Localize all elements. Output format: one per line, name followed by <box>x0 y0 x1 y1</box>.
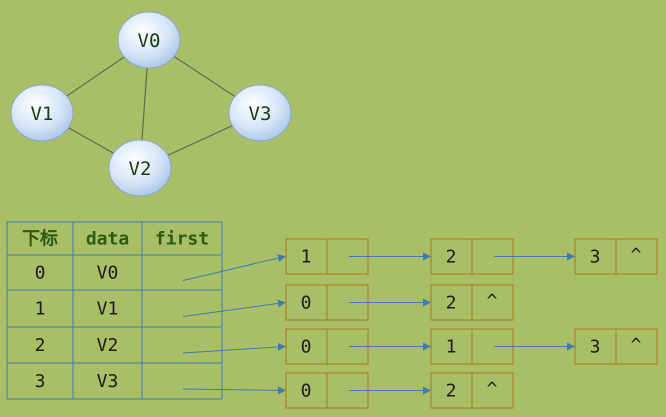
table-header: first <box>155 229 209 250</box>
vertex-node-v0 <box>117 11 181 69</box>
vertex-label: V1 <box>31 103 54 125</box>
edge-node-adjvex: 3 <box>590 337 601 358</box>
null-pointer-symbol: ^ <box>487 379 498 400</box>
null-pointer-symbol: ^ <box>631 335 642 356</box>
edge-node-adjvex: 2 <box>446 247 457 268</box>
table-cell-index: 3 <box>35 371 46 392</box>
vertex-label: V3 <box>249 103 272 125</box>
table-cell-index: 2 <box>35 335 46 356</box>
vertex-node-v3 <box>228 84 292 142</box>
edge-node-adjvex: 2 <box>446 381 457 402</box>
vertex-node-v2 <box>108 139 172 197</box>
edge-node-adjvex: 2 <box>446 293 457 314</box>
table-header: data <box>86 229 129 250</box>
vertex-label: V0 <box>138 30 161 52</box>
vertex-table: 下标 data first 0 V0 1 V1 2 V2 3 V3 <box>6 221 223 400</box>
first-pointer-arrow <box>182 299 286 317</box>
table-cell-index: 1 <box>35 299 46 320</box>
edge-node-adjvex: 0 <box>301 337 312 358</box>
edge-node-adjvex: 1 <box>446 337 457 358</box>
vertex-label: V2 <box>129 158 152 180</box>
table-cell-data: V2 <box>97 335 119 356</box>
pointer-arrows <box>182 252 575 395</box>
edge-node-adjvex: 3 <box>590 247 601 268</box>
vertex-node-v1 <box>10 84 74 142</box>
table-cell-data: V0 <box>97 263 119 284</box>
table-header: 下标 <box>22 228 58 250</box>
null-pointer-symbol: ^ <box>487 291 498 312</box>
table-cell-index: 0 <box>35 263 46 284</box>
adjacency-lists: 1 2 3 ^ 0 2 ^ 0 1 3 ^ 0 2 ^ <box>285 238 658 409</box>
first-pointer-arrow <box>182 386 286 395</box>
table-cell-data: V1 <box>97 299 119 320</box>
first-pointer-arrow <box>182 342 286 354</box>
null-pointer-symbol: ^ <box>631 245 642 266</box>
first-pointer-arrow <box>182 254 286 281</box>
edge-node-adjvex: 1 <box>301 247 312 268</box>
edge-node-adjvex: 0 <box>301 293 312 314</box>
table-cell-data: V3 <box>97 371 119 392</box>
edge-node-adjvex: 0 <box>301 381 312 402</box>
